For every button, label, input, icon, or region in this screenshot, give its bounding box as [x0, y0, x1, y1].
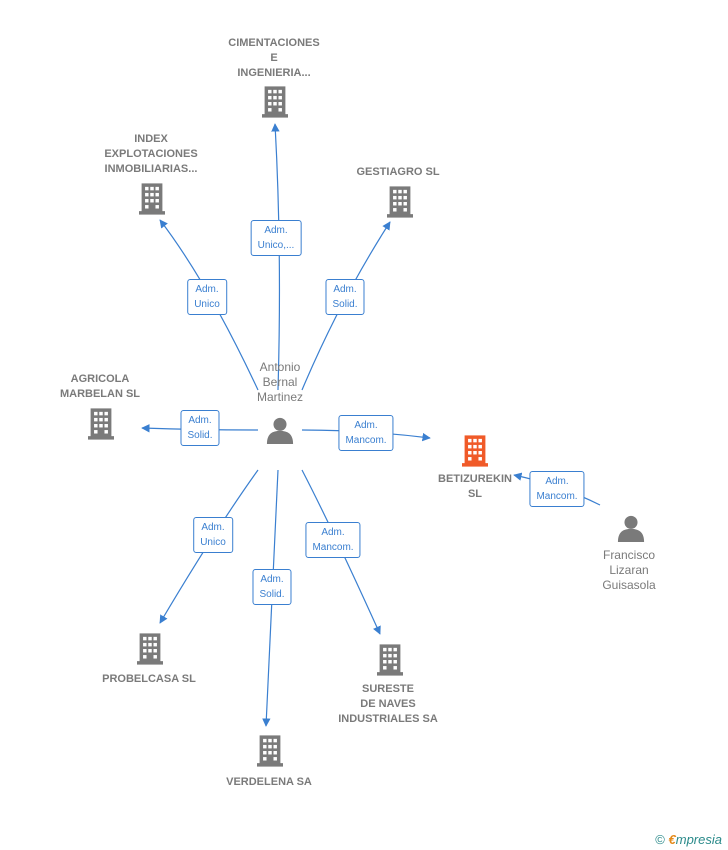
building-icon[interactable]: [88, 408, 114, 440]
relation-badge-index[interactable]: Adm. Unico: [187, 279, 227, 315]
person-icon[interactable]: [617, 515, 645, 542]
relation-badge-francisco[interactable]: Adm. Mancom.: [529, 471, 585, 507]
company-name-index[interactable]: INDEX EXPLOTACIONES INMOBILIARIAS...: [104, 133, 198, 175]
relation-badge-cimentaciones[interactable]: Adm. Unico,...: [250, 220, 302, 256]
relation-badge-gestiagro[interactable]: Adm. Solid.: [325, 279, 365, 315]
company-name-verdelena[interactable]: VERDELENA SA: [226, 776, 312, 788]
person-name-francisco[interactable]: Francisco Lizaran Guisasola: [602, 548, 656, 592]
building-icon[interactable]: [462, 435, 488, 467]
brand-logo-text: mpresia: [675, 832, 722, 847]
center-person-name[interactable]: Antonio Bernal Martinez: [256, 360, 304, 404]
company-name-sureste[interactable]: SURESTE DE NAVES INDUSTRIALES SA: [338, 683, 438, 725]
building-icon[interactable]: [257, 735, 283, 767]
copyright-symbol: ©: [655, 832, 665, 847]
building-icon[interactable]: [377, 644, 403, 676]
person-icon[interactable]: [266, 417, 294, 444]
company-name-probelcasa[interactable]: PROBELCASA SL: [102, 673, 196, 685]
relation-badge-verdelena[interactable]: Adm. Solid.: [252, 569, 292, 605]
building-icon[interactable]: [137, 633, 163, 665]
relation-badge-probelcasa[interactable]: Adm. Unico: [193, 517, 233, 553]
brand-logo-initial: €: [668, 832, 676, 847]
relation-badge-sureste[interactable]: Adm. Mancom.: [305, 522, 361, 558]
building-icon[interactable]: [262, 86, 288, 118]
building-icon[interactable]: [387, 186, 413, 218]
copyright: © €mpresia: [655, 832, 722, 847]
edge-cimentaciones: [271, 123, 281, 391]
company-name-gestiagro[interactable]: GESTIAGRO SL: [356, 166, 440, 178]
relation-badge-agricola[interactable]: Adm. Solid.: [180, 410, 220, 446]
building-icon[interactable]: [139, 183, 165, 215]
relation-badge-betizurekin[interactable]: Adm. Mancom.: [338, 415, 394, 451]
company-name-cimentaciones[interactable]: CIMENTACIONES E INGENIERIA...: [228, 37, 320, 79]
company-name-agricola[interactable]: AGRICOLA MARBELAN SL: [59, 373, 141, 400]
company-name-betizurekin[interactable]: BETIZUREKIN SL: [438, 473, 512, 500]
